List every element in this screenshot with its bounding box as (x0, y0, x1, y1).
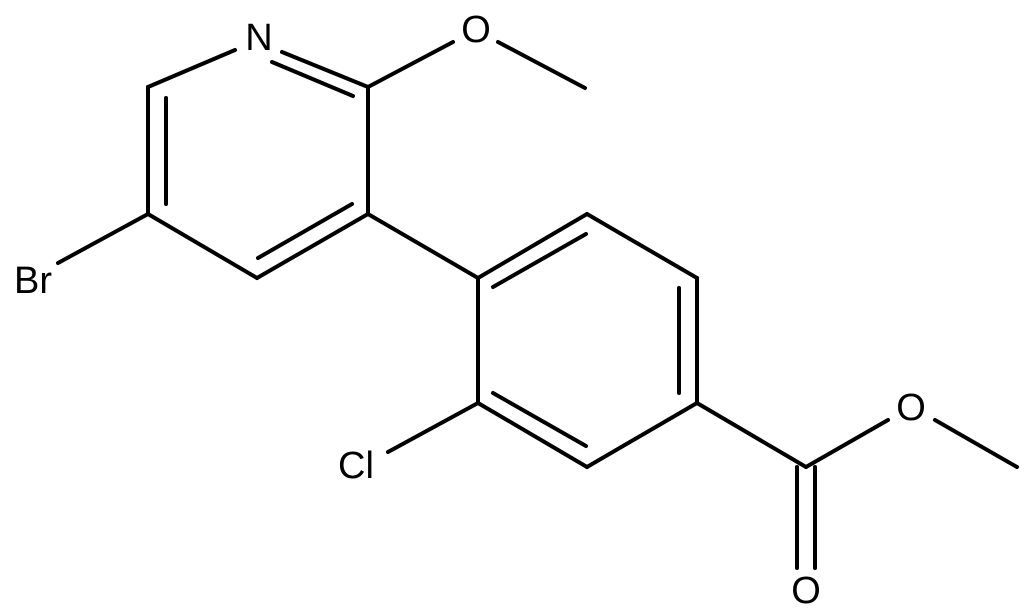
bromine-substituent (56, 212, 150, 265)
chlorine-label: Cl (338, 445, 374, 487)
bond-c4p-c5p (585, 401, 699, 469)
bond-c5p-c6p-inner (491, 391, 588, 448)
bond-c2p-c3p (585, 212, 699, 280)
chlorine-substituent (386, 401, 480, 454)
bond-c3-c4 (255, 212, 370, 280)
pyridine-ring (146, 48, 370, 280)
bond-c3-c4-inner (256, 202, 354, 260)
carbonyl-oxygen-label: O (791, 570, 821, 612)
bond-o-methyl (933, 418, 1019, 469)
bond-c3-c1prime (366, 212, 480, 280)
bond-c4-c5 (146, 212, 259, 280)
methoxy-group (366, 40, 587, 90)
bond-c2-o (366, 40, 455, 89)
bond-c6p-cl (386, 401, 480, 454)
nitrogen-label: N (245, 17, 272, 59)
methoxy-oxygen-label: O (461, 9, 491, 51)
bond-o-ch3 (496, 40, 587, 90)
benzene-ring (476, 212, 699, 469)
bond-c1p-c2p (476, 212, 589, 280)
ester-oxygen-label: O (896, 387, 926, 429)
atom-labels: N O Br Cl O O (14, 9, 926, 612)
bond-carbonyl-o-single (804, 418, 890, 469)
bond-c5p-c6p (476, 401, 589, 469)
bond-c6-n (146, 48, 237, 89)
biaryl-link (366, 212, 480, 280)
bond-c4p-ccarbonyl (695, 401, 808, 469)
bond-c5-br (56, 212, 150, 265)
bond-c1p-c2p-inner (491, 232, 588, 289)
ester-group (695, 401, 1019, 570)
bond-n-c2 (280, 50, 370, 89)
bromine-label: Br (14, 260, 52, 302)
bond-n-c2-inner (270, 60, 355, 98)
